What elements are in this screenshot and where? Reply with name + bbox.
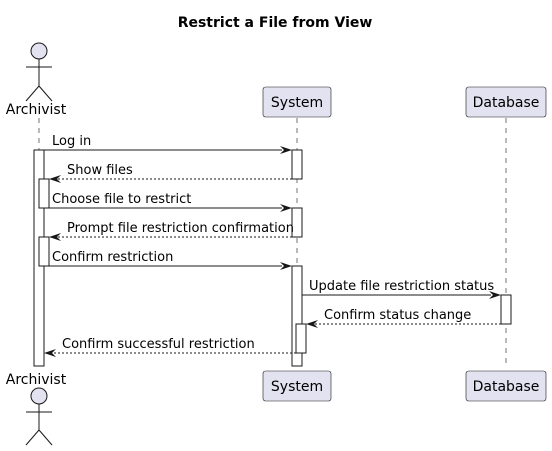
message-show-files: Show files: [49, 163, 292, 183]
activation-system-2: [291, 207, 303, 238]
participant-system-top: System: [262, 86, 332, 118]
participant-box: [465, 370, 547, 402]
participant-database-label: Database: [473, 95, 540, 111]
message-update-status: Update file restriction status: [302, 279, 501, 299]
arrowhead-right-icon: [280, 204, 292, 212]
arrowhead-right-icon: [489, 291, 501, 299]
arrowhead-right-icon: [280, 146, 292, 154]
actor-leg-left: [25, 85, 40, 102]
participant-database-label: Database: [473, 379, 540, 395]
message-prompt-confirmation: Prompt file restriction confirmation: [49, 221, 294, 241]
participant-box: [465, 86, 547, 118]
participant-system-label: System: [271, 379, 323, 395]
actor-archivist-label: Archivist: [6, 102, 67, 118]
message-choose-file: Choose file to restrict: [44, 192, 292, 212]
actor-leg-right: [38, 429, 53, 446]
message-confirm-restriction: Confirm restriction: [44, 250, 292, 270]
message-label: Log in: [52, 134, 91, 149]
actor-archivist-bottom: Archivist: [6, 372, 67, 446]
message-label: Confirm restriction: [52, 250, 173, 265]
activation-archivist-2: [38, 236, 50, 267]
actor-head: [30, 387, 48, 405]
message-confirm-successful: Confirm successful restriction: [44, 337, 296, 357]
participant-box: [262, 86, 332, 118]
participant-box: [262, 370, 332, 402]
activation-database-1: [500, 294, 512, 325]
actor-leg-right: [38, 85, 53, 102]
arrowhead-left-icon: [49, 233, 61, 241]
activation-system-4: [295, 323, 307, 354]
actor-head: [30, 42, 48, 60]
actor-leg-left: [25, 429, 40, 446]
arrowhead-left-icon: [49, 175, 61, 183]
actor-archivist-top: Archivist: [6, 42, 67, 118]
message-label: Prompt file restriction confirmation: [67, 221, 294, 236]
message-label: Update file restriction status: [309, 279, 494, 294]
arrowhead-left-icon: [44, 349, 56, 357]
activation-archivist-1: [38, 178, 50, 209]
message-log-in: Log in: [44, 134, 292, 154]
arrowhead-left-icon: [306, 320, 318, 328]
activation-system-3: [291, 265, 303, 367]
actor-archivist-label: Archivist: [6, 372, 67, 388]
activation-system-1: [291, 149, 303, 180]
message-label: Confirm status change: [324, 308, 471, 323]
message-label: Show files: [67, 163, 133, 178]
message-label: Choose file to restrict: [52, 192, 191, 207]
message-label: Confirm successful restriction: [62, 337, 255, 352]
participant-system-bottom: System: [262, 370, 332, 402]
arrowhead-right-icon: [280, 262, 292, 270]
participant-database-bottom: Database: [465, 370, 547, 402]
message-confirm-status-change: Confirm status change: [306, 308, 501, 328]
participant-system-label: System: [271, 95, 323, 111]
participant-database-top: Database: [465, 86, 547, 118]
diagram-title: Restrict a File from View: [178, 15, 373, 31]
